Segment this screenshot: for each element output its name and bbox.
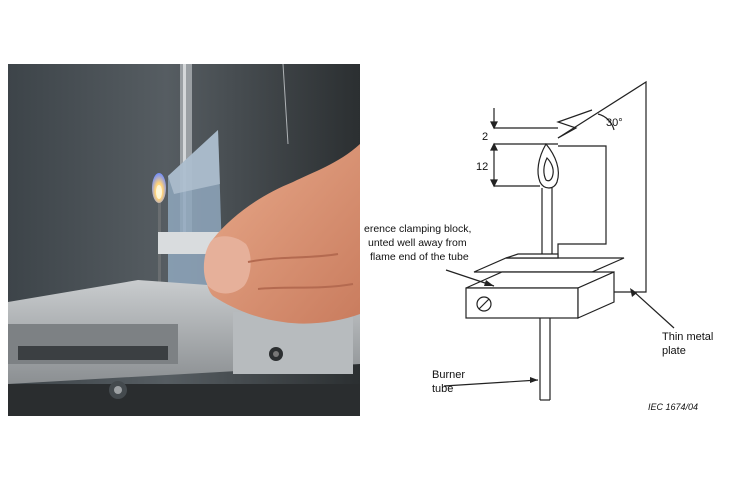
angle-arc [597, 113, 615, 131]
angle-label: 30° [606, 117, 623, 129]
figure-reference: IEC 1674/04 [648, 402, 698, 412]
block-label-line-1: erence clamping block, [364, 223, 471, 235]
block-label-line-3: flame end of the tube [370, 251, 469, 263]
block-label-line-2: unted well away from [368, 237, 467, 249]
burner-label-line-1: Burner [432, 369, 465, 381]
plate-label-line-2: plate [662, 345, 686, 357]
test-setup-diagram: 30° 2 12 erence clamping block, unted we… [364, 80, 713, 412]
plate-label-line-1: Thin metal [662, 331, 713, 343]
dim-flame-label: 12 [476, 161, 488, 173]
burner-label-line-2: tube [432, 383, 453, 395]
flame-outline [537, 142, 559, 189]
photo-panel: 48 [8, 63, 360, 416]
photo-illustration: 48 [8, 63, 360, 416]
plate-leader [631, 289, 675, 329]
dim-top-label: 2 [482, 131, 488, 143]
plate-notch [556, 109, 593, 139]
fingertip [203, 236, 251, 294]
diagram-panel: 30° 2 12 erence clamping block, unted we… [362, 64, 722, 416]
burner-leader [443, 379, 539, 387]
